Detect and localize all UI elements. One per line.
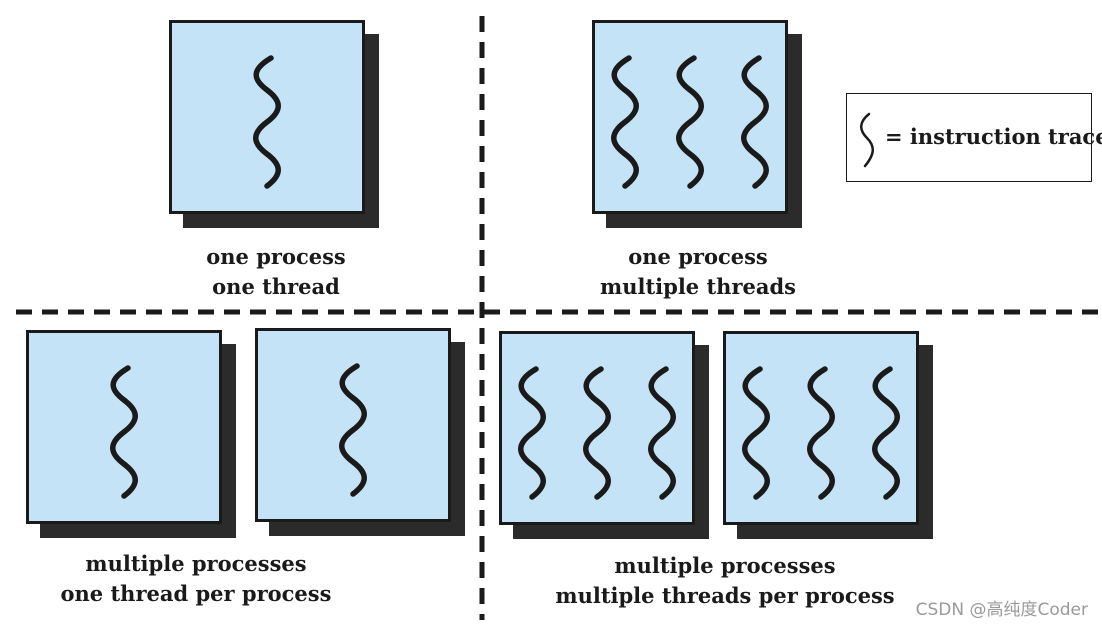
process-box — [723, 331, 933, 539]
caption-line: one process — [206, 244, 346, 269]
caption-line: one process — [628, 244, 768, 269]
process-box — [26, 330, 236, 538]
process-body — [592, 20, 788, 214]
caption-line: one thread per process — [60, 581, 332, 606]
instruction-trace-icon — [872, 366, 900, 500]
process-body — [255, 328, 451, 522]
instruction-trace-icon — [611, 55, 639, 189]
instruction-trace-icon — [742, 366, 770, 500]
process-body — [499, 331, 695, 525]
instruction-trace-icon — [253, 55, 281, 189]
process-body — [723, 331, 919, 525]
threads — [611, 55, 769, 189]
instruction-trace-icon — [339, 363, 367, 497]
threads — [339, 363, 367, 497]
threads — [742, 366, 900, 500]
caption-line: multiple processes — [85, 551, 307, 576]
caption-multiple-processes-multiple-threads: multiple processes multiple threads per … — [555, 551, 895, 611]
caption-line: one thread — [212, 274, 340, 299]
caption-line: multiple threads per process — [555, 583, 895, 608]
caption-one-process-one-thread: one process one thread — [176, 242, 376, 302]
instruction-trace-icon — [518, 366, 546, 500]
process-box — [499, 331, 709, 539]
instruction-trace-icon — [583, 366, 611, 500]
instruction-trace-icon — [648, 366, 676, 500]
threads — [110, 365, 138, 499]
legend: = instruction trace — [846, 93, 1102, 182]
instruction-trace-icon — [860, 112, 874, 168]
watermark: CSDN @高纯度Coder — [915, 600, 1088, 620]
process-box — [255, 328, 465, 536]
process-body — [169, 20, 365, 214]
legend-text: = instruction trace — [885, 124, 1102, 149]
caption-line: multiple processes — [614, 553, 836, 578]
process-body — [26, 330, 222, 524]
caption-multiple-processes-one-thread: multiple processes one thread per proces… — [46, 549, 346, 609]
instruction-trace-icon — [110, 365, 138, 499]
instruction-trace-icon — [807, 366, 835, 500]
caption-one-process-multiple-threads: one process multiple threads — [578, 242, 818, 302]
caption-line: multiple threads — [600, 274, 796, 299]
threads — [253, 55, 281, 189]
instruction-trace-icon — [741, 55, 769, 189]
process-box — [169, 20, 379, 228]
process-box — [592, 20, 802, 228]
threads — [518, 366, 676, 500]
instruction-trace-icon — [676, 55, 704, 189]
